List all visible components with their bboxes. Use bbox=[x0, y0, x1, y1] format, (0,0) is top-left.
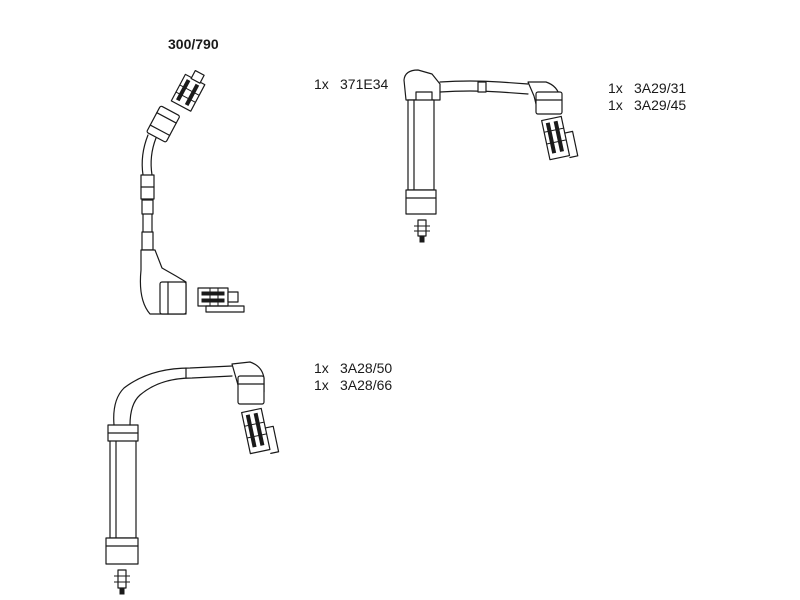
plug-terminal bbox=[414, 219, 430, 243]
part-code: 371E34 bbox=[340, 76, 389, 92]
part-code: 3A28/50 bbox=[340, 360, 393, 376]
part-qty: 1x bbox=[314, 360, 329, 376]
part-line: 1x 3A29/45 bbox=[608, 97, 686, 114]
plug-terminal-bottom bbox=[114, 569, 130, 595]
terminal-connector-bottom bbox=[241, 407, 280, 455]
part-code: 3A29/31 bbox=[634, 80, 687, 96]
part-line: 1x 371E34 bbox=[314, 76, 388, 93]
part-line: 1x 3A28/66 bbox=[314, 377, 392, 394]
terminal-connector-hanging bbox=[541, 115, 579, 161]
spark-plug-boot-top bbox=[146, 105, 180, 143]
ignition-lead-1 bbox=[139, 69, 245, 315]
part-line: 1x 3A28/50 bbox=[314, 360, 392, 377]
ignition-lead-2 bbox=[403, 69, 579, 243]
part-qty: 1x bbox=[608, 97, 623, 113]
terminal-connector-top bbox=[170, 69, 206, 112]
part-code: 3A29/45 bbox=[634, 97, 687, 113]
part-line: 1x 3A29/31 bbox=[608, 80, 686, 97]
elbow-boot-left bbox=[403, 69, 441, 101]
diagram-title: 300/790 bbox=[168, 36, 219, 52]
part-code: 3A28/66 bbox=[340, 377, 393, 393]
part-label-group-c: 1x 3A28/50 1x 3A28/66 bbox=[314, 360, 392, 394]
part-qty: 1x bbox=[314, 76, 329, 92]
plug-cap bbox=[405, 189, 437, 215]
part-qty: 1x bbox=[314, 377, 329, 393]
plug-cap-bottom bbox=[105, 537, 139, 565]
part-qty: 1x bbox=[608, 80, 623, 96]
part-label-group-b: 1x 3A29/31 1x 3A29/45 bbox=[608, 80, 686, 114]
part-label-group-a: 1x 371E34 bbox=[314, 76, 388, 93]
terminal-connector-right bbox=[197, 287, 245, 313]
ignition-lead-3 bbox=[105, 361, 280, 595]
